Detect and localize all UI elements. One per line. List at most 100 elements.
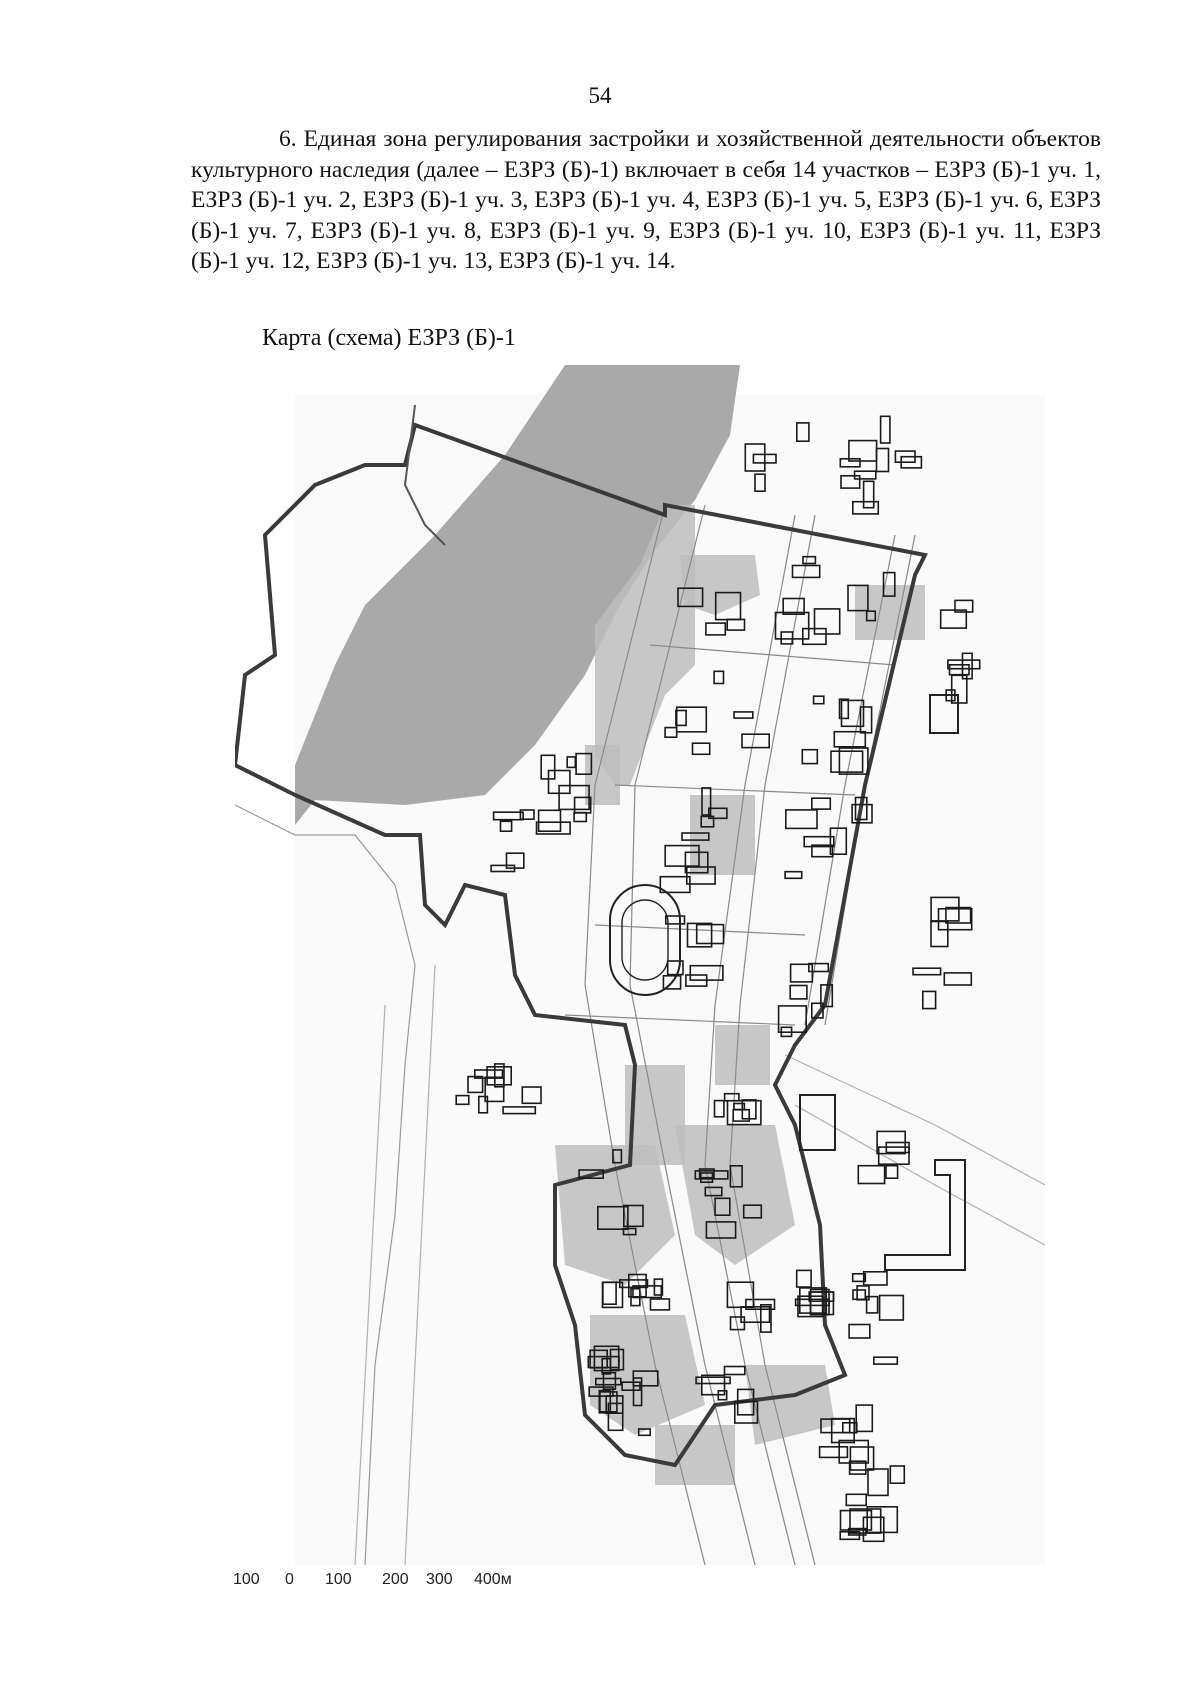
building	[812, 695, 825, 705]
building	[695, 1376, 731, 1385]
building	[961, 652, 973, 680]
building	[840, 699, 865, 728]
building-block-east	[929, 694, 959, 734]
scale-label: 300	[426, 1571, 453, 1588]
building	[729, 1316, 746, 1331]
scale-bar: 100 0 100 200 300 400м	[233, 1571, 583, 1597]
zone-map	[235, 365, 1045, 1565]
building	[830, 1417, 856, 1444]
stadium-field	[621, 899, 669, 981]
building	[607, 1402, 624, 1432]
building	[849, 1446, 875, 1471]
building	[502, 1106, 537, 1115]
building	[801, 748, 819, 765]
building	[741, 733, 771, 749]
building	[854, 796, 868, 821]
building	[857, 1164, 886, 1185]
building	[789, 984, 808, 1000]
building	[704, 1186, 723, 1197]
building	[862, 480, 875, 509]
building	[578, 1169, 605, 1179]
building	[878, 1294, 905, 1321]
building	[848, 1460, 867, 1475]
building	[838, 1439, 870, 1464]
building	[492, 811, 524, 821]
building	[602, 1281, 617, 1306]
building	[782, 597, 805, 615]
building	[653, 1278, 664, 1296]
body-paragraph: 6. Единая зона регулирования застройки и…	[191, 126, 1101, 274]
building	[851, 500, 880, 515]
building	[695, 923, 725, 945]
building	[630, 1287, 641, 1307]
building	[684, 851, 709, 874]
buildings	[455, 415, 981, 1543]
building	[848, 1323, 871, 1339]
building	[780, 631, 794, 645]
building	[818, 1446, 849, 1459]
building	[847, 584, 869, 612]
building	[867, 1468, 889, 1497]
building	[830, 750, 864, 773]
building	[912, 967, 942, 976]
building	[829, 827, 848, 856]
river	[295, 365, 740, 825]
building	[499, 820, 513, 832]
building	[759, 1303, 772, 1333]
building	[637, 1428, 652, 1437]
building	[802, 555, 817, 565]
building	[740, 1305, 771, 1323]
building	[777, 1005, 807, 1034]
building	[598, 1389, 612, 1414]
building	[605, 1395, 624, 1415]
building	[798, 1287, 828, 1314]
building	[954, 599, 974, 613]
building	[493, 1063, 505, 1088]
building	[486, 1065, 513, 1086]
building	[862, 1516, 885, 1543]
building	[862, 1270, 888, 1286]
building	[872, 1356, 899, 1365]
building	[700, 1374, 726, 1396]
building	[833, 730, 867, 748]
building	[521, 1086, 542, 1105]
building	[745, 1298, 776, 1310]
building	[535, 821, 571, 835]
building	[596, 1205, 629, 1231]
building	[701, 787, 712, 816]
stadium	[609, 884, 681, 996]
building	[839, 1509, 873, 1531]
building	[794, 1298, 830, 1307]
building	[852, 1289, 867, 1301]
building	[573, 796, 592, 814]
building	[840, 475, 861, 489]
building	[930, 920, 949, 948]
building	[618, 1279, 649, 1289]
building	[700, 815, 715, 828]
building	[686, 922, 713, 948]
building	[784, 809, 818, 830]
building	[851, 803, 873, 824]
building	[713, 670, 725, 685]
building	[593, 1345, 620, 1372]
building	[733, 1102, 746, 1111]
page-number: 54	[588, 83, 612, 108]
building	[664, 915, 686, 925]
scale-label: 400м	[474, 1571, 512, 1588]
building	[726, 1281, 755, 1309]
scale-label: 100	[325, 1571, 352, 1588]
building	[675, 709, 687, 727]
building	[754, 473, 766, 492]
building	[795, 1269, 812, 1288]
building	[662, 974, 682, 990]
building	[705, 622, 727, 636]
building	[943, 972, 973, 986]
building	[939, 609, 968, 629]
building	[774, 611, 810, 640]
building	[921, 990, 937, 1010]
building	[698, 1168, 715, 1179]
building	[813, 608, 841, 635]
building	[505, 852, 525, 869]
building	[519, 809, 535, 820]
building	[791, 564, 821, 579]
